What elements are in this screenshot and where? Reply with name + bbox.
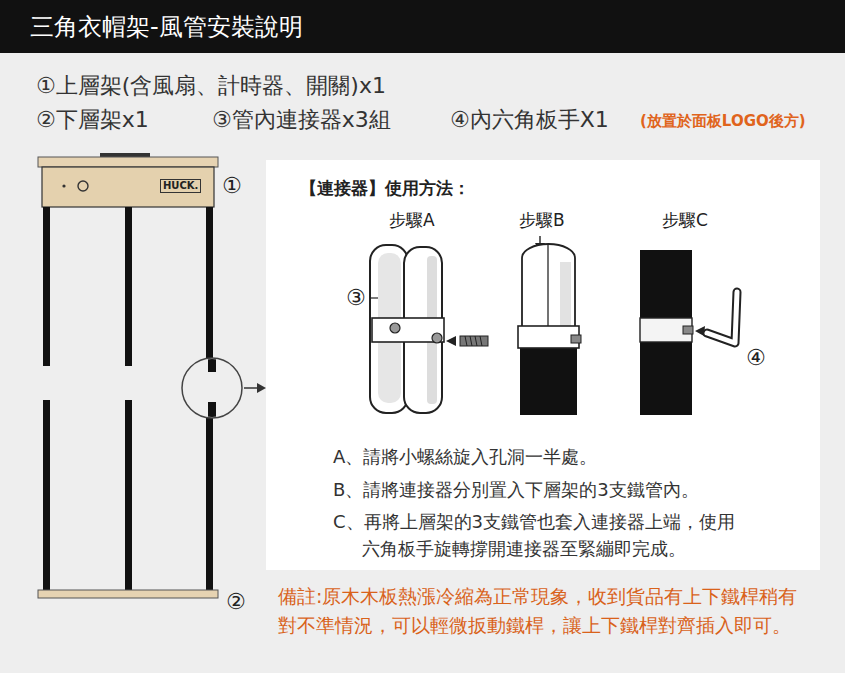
remark-note: 備註:原木木板熱漲冷縮為正常現象，收到貨品有上下鐵桿稍有 對不準情況，可以輕微扳…: [278, 582, 818, 639]
part-list-item: ④內六角板手X1: [450, 106, 609, 135]
callout-number: ③: [346, 284, 366, 313]
panel-heading: 【連接器】使用方法：: [300, 177, 470, 199]
callout-number: ②: [226, 588, 246, 617]
brand-logo: HUCK.: [160, 179, 201, 193]
part-list-item: ③管內連接器x3組: [212, 106, 391, 135]
part-list-item: ①上層架(含風扇、計時器、開關)x1: [36, 72, 386, 101]
step-label: 步驟B: [519, 209, 565, 231]
step-text: A、請將小螺絲旋入孔洞一半處。: [333, 445, 597, 468]
page-title: 三角衣帽架-風管安裝說明: [30, 12, 303, 43]
part-list-item: ②下層架x1: [36, 106, 149, 135]
step-label: 步驟A: [389, 209, 435, 231]
callout-number: ①: [222, 172, 242, 201]
step-text: B、請將連接器分別置入下層架的3支鐵管內。: [333, 478, 699, 501]
callout-number: ④: [746, 344, 766, 373]
step-text: C、再將上層架的3支鐵管也套入連接器上端，使用 六角板手旋轉撐開連接器至緊繃即完…: [333, 508, 812, 562]
step-label: 步驟C: [662, 209, 708, 231]
part-location-note: (放置於面板LOGO後方): [640, 112, 806, 132]
